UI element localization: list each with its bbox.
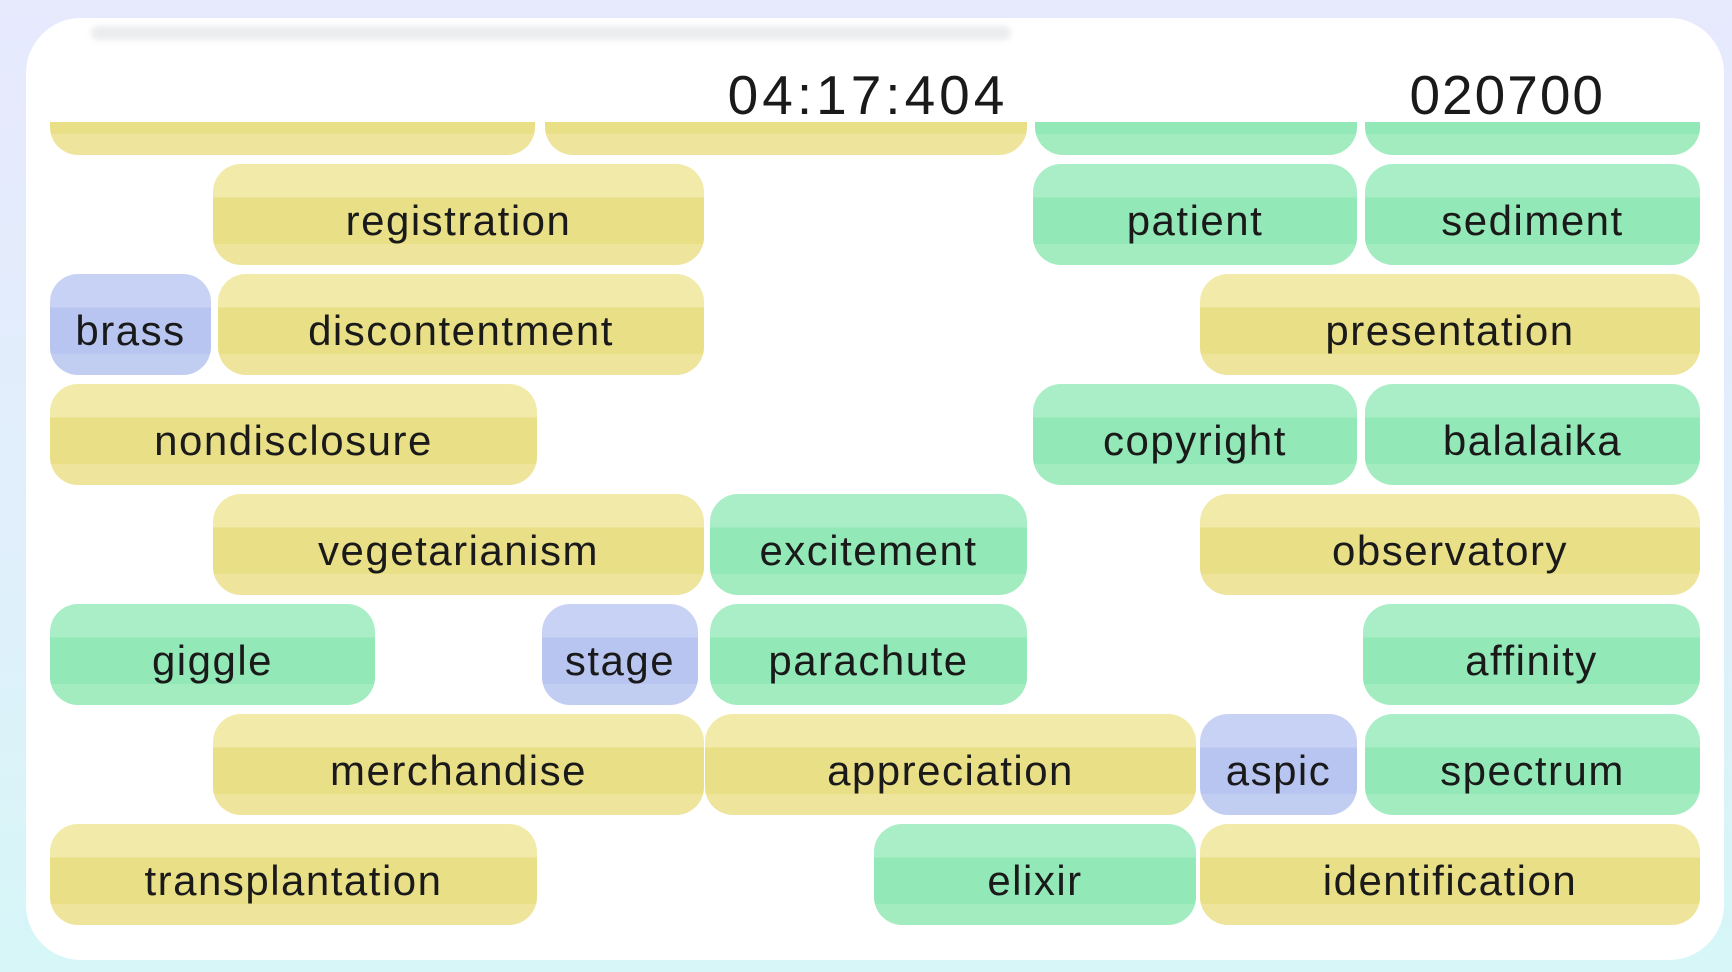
word-tile[interactable] xyxy=(1365,122,1700,155)
word-tile-label: excitement xyxy=(759,527,978,574)
word-tile-label: balalaika xyxy=(1442,417,1623,464)
word-tile-label: nondisclosure xyxy=(154,417,433,464)
word-tile[interactable]: discontentment xyxy=(218,274,704,375)
word-tile[interactable]: transplantation xyxy=(50,824,537,925)
word-tile-label: transplantation xyxy=(144,857,443,904)
word-tile[interactable] xyxy=(1035,122,1357,155)
word-tile[interactable]: presentation xyxy=(1200,274,1700,375)
word-tile-label: parachute xyxy=(768,637,969,684)
word-tile[interactable]: elixir xyxy=(874,824,1196,925)
ghost-trail xyxy=(91,26,1011,40)
word-tile[interactable]: merchandise xyxy=(213,714,704,815)
word-tile-label: presentation xyxy=(1325,307,1575,354)
score: 020700 xyxy=(1409,64,1605,126)
word-tile[interactable]: identification xyxy=(1200,824,1700,925)
word-tile[interactable]: registration xyxy=(213,164,704,265)
word-board: registration patient sediment brass disconte… xyxy=(26,122,1724,960)
word-tile[interactable]: observatory xyxy=(1200,494,1700,595)
word-tile[interactable]: appreciation xyxy=(705,714,1196,815)
word-tile-label: elixir xyxy=(987,857,1083,904)
word-tile-label: registration xyxy=(345,197,572,244)
word-tile[interactable]: giggle xyxy=(50,604,375,705)
word-tile-label: aspic xyxy=(1225,747,1332,794)
timer: 04:17:404 xyxy=(727,64,1009,126)
word-tile[interactable]: patient xyxy=(1033,164,1357,265)
word-tile-label: brass xyxy=(75,307,186,354)
word-tile[interactable]: sediment xyxy=(1365,164,1700,265)
word-tile-label: spectrum xyxy=(1440,747,1625,794)
word-tile-label: observatory xyxy=(1332,527,1568,574)
word-tile[interactable]: nondisclosure xyxy=(50,384,537,485)
word-tile[interactable]: aspic xyxy=(1200,714,1357,815)
word-tile[interactable] xyxy=(50,122,535,155)
word-tile[interactable]: affinity xyxy=(1363,604,1700,705)
word-tile-label: vegetarianism xyxy=(318,527,599,574)
word-tile[interactable]: spectrum xyxy=(1365,714,1700,815)
word-tile-label: copyright xyxy=(1103,417,1287,464)
game-card: 04:17:404 020700 registration patient sedi… xyxy=(26,18,1724,960)
word-tile[interactable]: copyright xyxy=(1033,384,1357,485)
word-tile[interactable]: excitement xyxy=(710,494,1027,595)
word-tile-label: identification xyxy=(1322,857,1578,904)
word-tile-label: appreciation xyxy=(827,747,1074,794)
word-tile[interactable]: parachute xyxy=(710,604,1027,705)
word-tile[interactable]: balalaika xyxy=(1365,384,1700,485)
word-tile-label: affinity xyxy=(1465,637,1598,684)
word-tile[interactable]: vegetarianism xyxy=(213,494,704,595)
word-tile-label: sediment xyxy=(1441,197,1624,244)
word-tile-label: giggle xyxy=(151,637,274,684)
word-tile-label: patient xyxy=(1126,197,1264,244)
word-tile[interactable]: brass xyxy=(50,274,211,375)
word-tile-label: discontentment xyxy=(308,307,614,354)
word-tile[interactable] xyxy=(545,122,1027,155)
word-tile-label: stage xyxy=(564,637,676,684)
word-tile[interactable]: stage xyxy=(542,604,698,705)
word-tile-label: merchandise xyxy=(330,747,587,794)
